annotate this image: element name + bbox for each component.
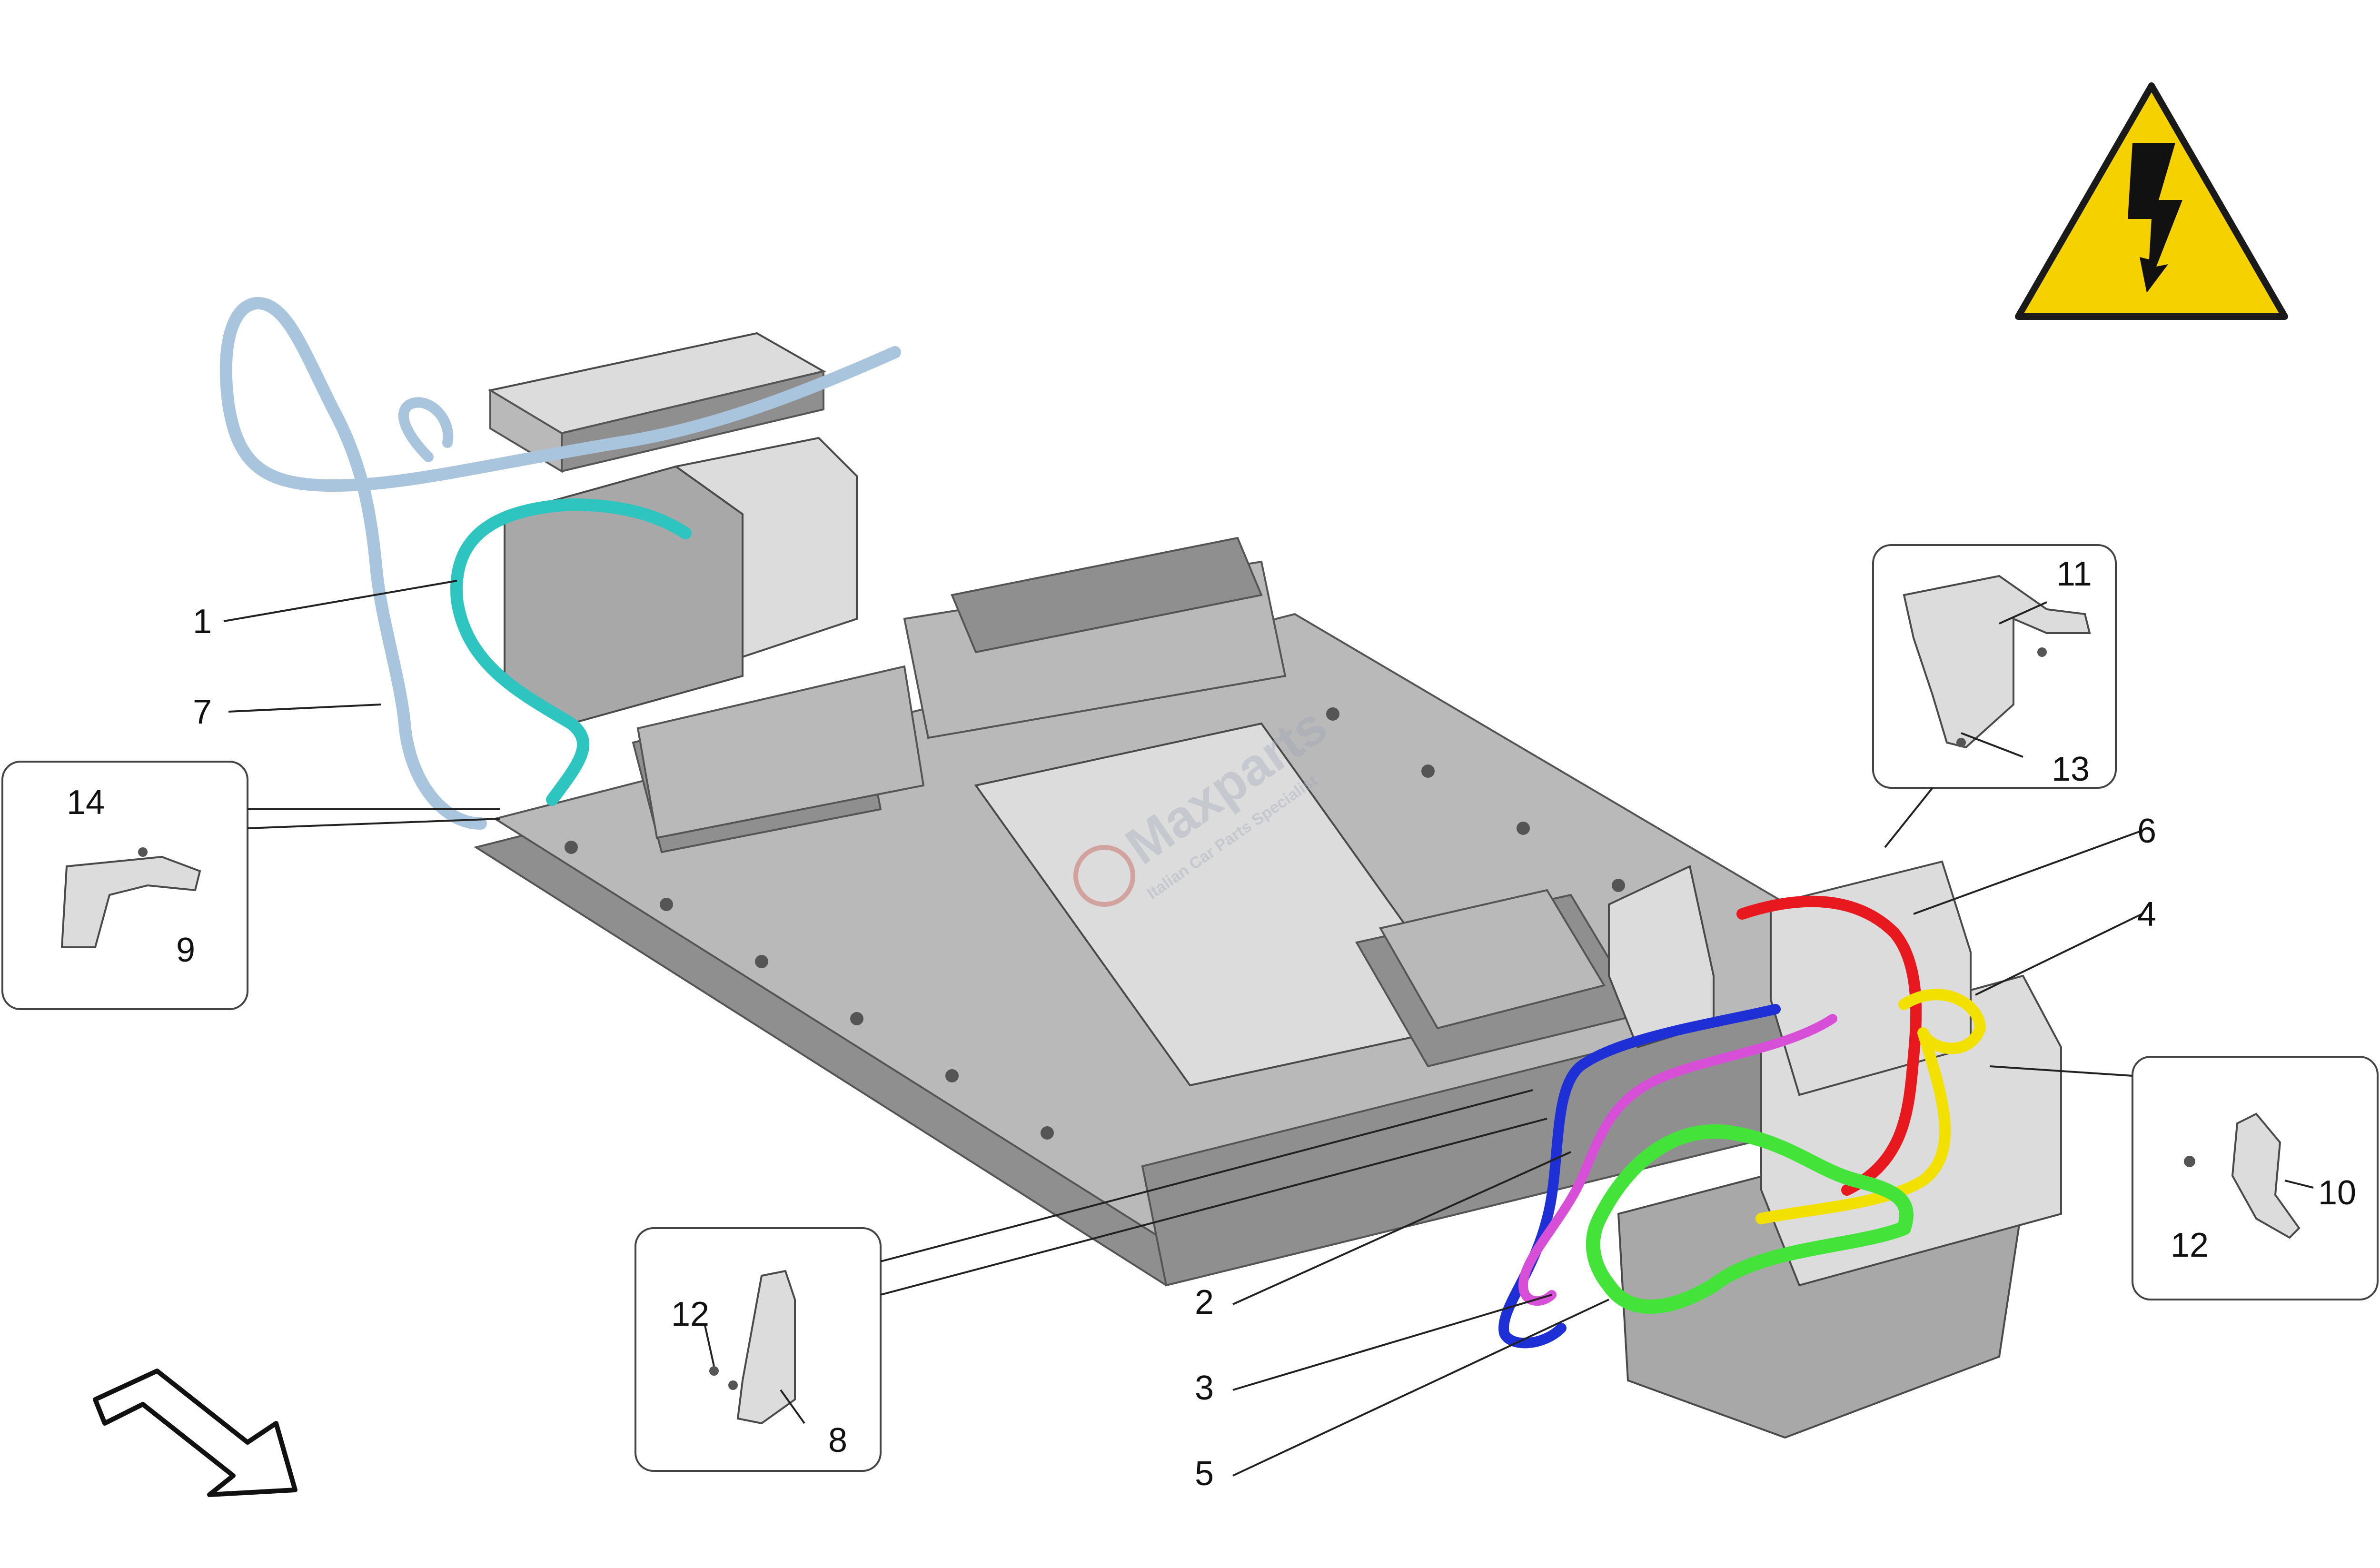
callout-9: 9 bbox=[176, 931, 195, 969]
cable-6 bbox=[1736, 895, 1922, 1196]
callout-3: 3 bbox=[1195, 1369, 1214, 1407]
cable-7 bbox=[219, 297, 901, 830]
callout-8: 8 bbox=[828, 1421, 847, 1459]
inset-14-9 bbox=[1, 761, 500, 1010]
callout-12-right: 12 bbox=[2171, 1226, 2209, 1264]
cable-7-upper-loop bbox=[398, 397, 454, 462]
callout-13: 13 bbox=[2052, 750, 2090, 788]
callout-2: 2 bbox=[1195, 1283, 1214, 1321]
tray-bolt-pattern bbox=[565, 707, 1625, 1140]
direction-arrow-icon bbox=[93, 1369, 298, 1497]
callout-11: 11 bbox=[2056, 555, 2092, 593]
inset-12-8 bbox=[635, 1089, 1547, 1472]
callout-14: 14 bbox=[67, 784, 105, 822]
callout-5: 5 bbox=[1195, 1455, 1214, 1493]
callout-12-left: 12 bbox=[671, 1295, 709, 1333]
cable-2 bbox=[1498, 1004, 1781, 1349]
cable-5 bbox=[1586, 1124, 1914, 1314]
cable-3 bbox=[1518, 1014, 1837, 1306]
inset-10-12 bbox=[1989, 1056, 2379, 1300]
callout-labels: 1 7 14 9 11 13 6 4 10 12 2 3 5 12 8 bbox=[67, 555, 2356, 1493]
hv-cables bbox=[219, 297, 1986, 1349]
callout-4: 4 bbox=[2137, 895, 2156, 933]
inset-11-13 bbox=[1872, 544, 2117, 848]
callout-7: 7 bbox=[193, 693, 212, 731]
callout-1: 1 bbox=[193, 603, 212, 641]
cable-4 bbox=[1755, 989, 1986, 1224]
cable-1 bbox=[450, 498, 692, 806]
callout-10: 10 bbox=[2318, 1174, 2356, 1212]
callout-6: 6 bbox=[2137, 812, 2156, 850]
callout-leaders bbox=[223, 580, 2314, 1477]
high-voltage-warning-icon bbox=[2015, 82, 2288, 320]
